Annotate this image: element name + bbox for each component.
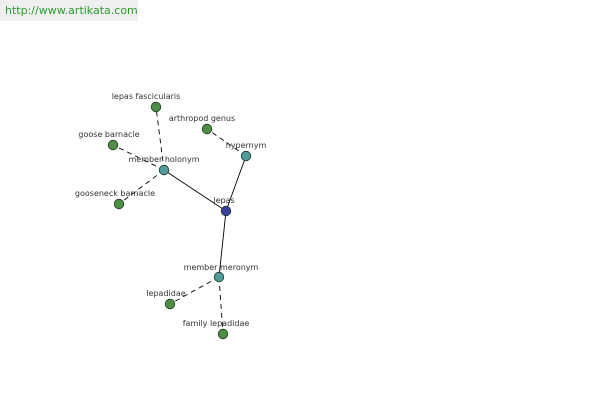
node-lepadidae[interactable]	[164, 298, 176, 310]
node-lepas[interactable]	[220, 205, 232, 217]
node-label-family-lepadidae[interactable]: family lepadidae	[183, 319, 250, 328]
edges-layer	[112, 106, 247, 335]
node-family-lepadidae[interactable]	[217, 328, 229, 340]
node-label-hypernym[interactable]: hypernym	[226, 141, 267, 150]
node-label-goose-barnacle[interactable]: goose barnacle	[78, 130, 139, 139]
node-gooseneck-barnacle[interactable]	[113, 198, 125, 210]
edge-member-holonym-to-lepas-fascicularis	[155, 106, 165, 171]
node-label-member-holonym[interactable]: member holonym	[128, 155, 199, 164]
node-member-holonym[interactable]	[158, 164, 170, 176]
edge-hypernym-to-arthropod-genus	[206, 128, 247, 157]
node-lepas-fascicularis[interactable]	[150, 101, 162, 113]
node-member-meronym[interactable]	[213, 271, 225, 283]
node-label-member-meronym[interactable]: member meronym	[184, 263, 259, 272]
edge-member-meronym-to-family-lepadidae	[218, 276, 224, 335]
edge-lepas-to-member-holonym	[163, 169, 227, 212]
node-goose-barnacle[interactable]	[107, 139, 119, 151]
node-label-lepas-fascicularis[interactable]: lepas fascicularis	[112, 92, 181, 101]
labels-layer: lepas hypernym member holonym member merony…	[75, 92, 267, 328]
node-label-arthropod-genus[interactable]: arthropod genus	[169, 114, 235, 123]
edge-lepas-to-member-meronym	[218, 210, 227, 278]
node-label-gooseneck-barnacle[interactable]: gooseneck barnacle	[75, 189, 155, 198]
edge-member-holonym-to-goose-barnacle	[112, 144, 165, 171]
edge-lepas-to-hypernym	[225, 155, 247, 212]
node-arthropod-genus[interactable]	[201, 123, 213, 135]
edge-member-meronym-to-lepadidae	[169, 276, 220, 305]
node-label-lepas[interactable]: lepas	[213, 196, 234, 205]
edge-member-holonym-to-gooseneck-barnacle	[118, 169, 165, 205]
node-label-lepadidae[interactable]: lepadidae	[146, 289, 185, 298]
nodes-layer	[107, 101, 252, 340]
node-hypernym[interactable]	[240, 150, 252, 162]
url-banner[interactable]: http://www.artikata.com	[0, 0, 138, 21]
